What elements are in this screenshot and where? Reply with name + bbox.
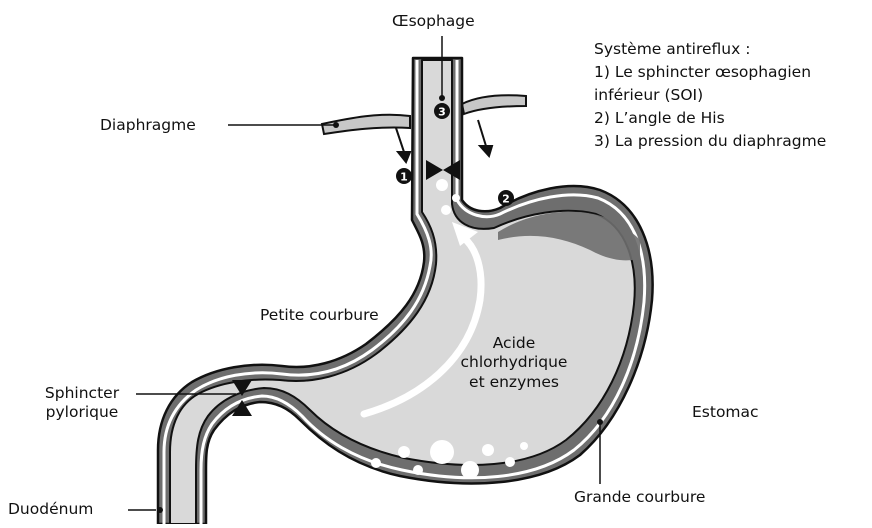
label-sphincter-line2: pylorique: [26, 403, 138, 422]
marker-1: 1: [396, 168, 412, 184]
legend-item: 3) La pression du diaphragme: [594, 130, 826, 153]
antireflux-legend: Système antireflux : 1) Le sphincter œso…: [594, 38, 826, 153]
marker-1-text: 1: [400, 171, 408, 184]
legend-item: 1) Le sphincter œsophagien: [594, 61, 826, 84]
label-sphincter-pylorique: Sphincter pylorique: [26, 384, 138, 423]
label-oesophage: Œsophage: [392, 12, 475, 31]
oesophage-dot: [439, 95, 445, 101]
label-acide-line3: et enzymes: [452, 373, 576, 392]
legend-title: Système antireflux :: [594, 38, 826, 61]
legend-item: inférieur (SOI): [594, 84, 826, 107]
label-acide-line1: Acide: [452, 334, 576, 353]
label-estomac: Estomac: [692, 403, 759, 422]
marker-3-text: 3: [438, 106, 446, 119]
marker-3: 3: [434, 103, 450, 119]
legend-item: 2) L’angle de His: [594, 107, 826, 130]
marker-2-text: 2: [502, 193, 510, 206]
label-grande-courbure: Grande courbure: [574, 488, 705, 507]
label-acide-line2: chlorhydrique: [452, 353, 576, 372]
marker-2: 2: [498, 190, 514, 206]
label-petite-courbure: Petite courbure: [260, 306, 379, 325]
label-diaphragme: Diaphragme: [100, 116, 196, 135]
diaphragme-dot: [333, 122, 339, 128]
duodenum-dot: [157, 507, 163, 513]
label-sphincter-line1: Sphincter: [26, 384, 138, 403]
label-duodenum: Duodénum: [8, 500, 93, 519]
grande-courbure-dot: [597, 419, 603, 425]
label-acide: Acide chlorhydrique et enzymes: [452, 334, 576, 392]
